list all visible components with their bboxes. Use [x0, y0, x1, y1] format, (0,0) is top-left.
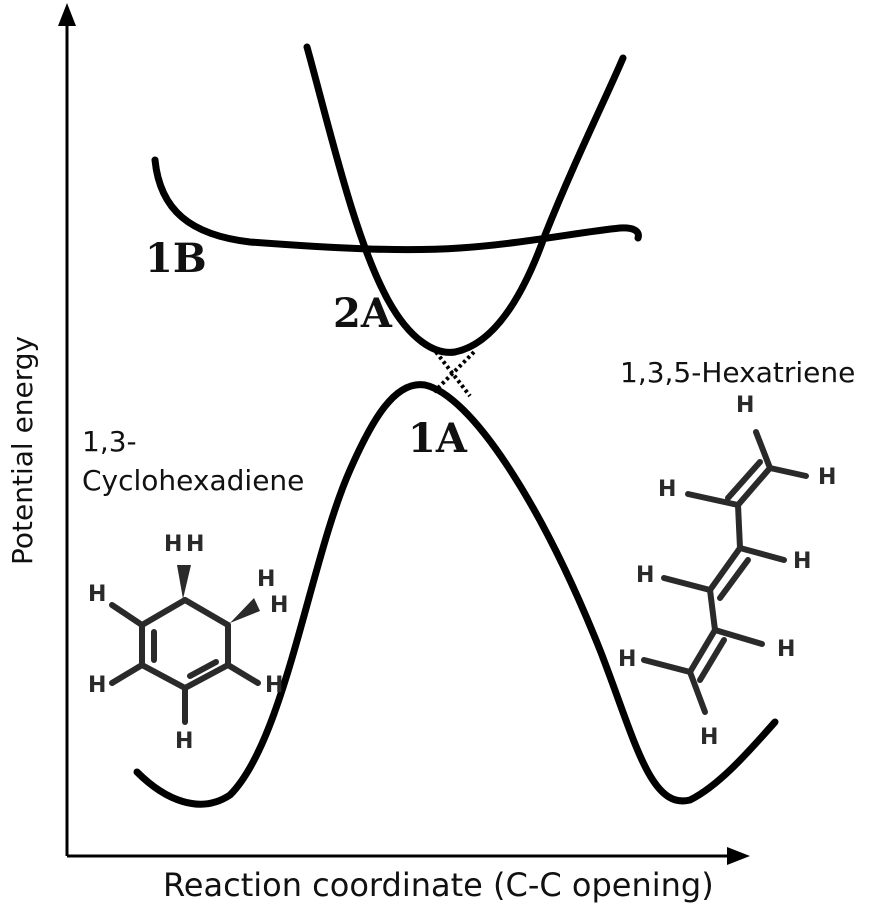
atom-H: H	[618, 647, 636, 672]
bond	[712, 627, 765, 647]
x-axis-arrow	[727, 847, 750, 865]
bond	[182, 597, 231, 628]
y-axis-label: Potential energy	[6, 336, 39, 565]
wedge-bond	[230, 598, 260, 623]
bond	[735, 502, 743, 551]
atom-H: H	[257, 567, 275, 592]
atom-H: H	[736, 393, 754, 418]
bond	[139, 662, 188, 691]
atom-H: H	[793, 549, 811, 574]
atom-H: H	[818, 465, 836, 490]
axes	[58, 3, 750, 865]
atom-H: H	[164, 532, 182, 557]
atom-H: H	[88, 582, 106, 607]
state-label-1A: 1A	[408, 415, 468, 462]
state-label-1B: 1B	[145, 235, 207, 282]
atom-H: H	[700, 725, 718, 750]
bond	[737, 545, 787, 563]
double-bond-inner	[717, 557, 751, 601]
molecule-label-right: 1,3,5-Hexatriene	[620, 356, 855, 389]
atom-H: H	[270, 593, 288, 618]
molecule-label-left-line2: Cyclohexadiene	[82, 464, 304, 497]
bond	[139, 597, 188, 628]
state-label-2A: 2A	[333, 290, 393, 337]
curve-1A	[133, 381, 779, 808]
hexatriene-structure: H H H H H H H H	[618, 393, 836, 750]
curve-2A	[303, 43, 627, 356]
bond	[109, 662, 145, 686]
bond	[687, 627, 718, 675]
bond	[109, 602, 145, 628]
atom-H: H	[658, 477, 676, 502]
cyclohexadiene-structure: H H H H H H H H	[88, 532, 288, 754]
atom-H: H	[636, 563, 654, 588]
bond	[753, 429, 773, 471]
bond	[661, 575, 713, 593]
bond	[687, 669, 708, 715]
bond	[707, 545, 743, 593]
bond	[685, 491, 741, 508]
bond	[182, 662, 231, 691]
double-bond-inner	[697, 637, 727, 683]
double-bond-inner	[725, 459, 763, 501]
atom-H: H	[186, 532, 204, 557]
double-bond-inner	[187, 659, 219, 679]
bond	[641, 657, 693, 675]
y-axis-arrow	[58, 3, 76, 26]
wedge-bond	[177, 565, 191, 599]
molecule-label-left-line1: 1,3-	[82, 425, 137, 458]
bond	[735, 465, 773, 508]
atom-H: H	[265, 673, 283, 698]
bond	[225, 662, 261, 686]
bond	[767, 465, 809, 479]
atom-H: H	[777, 637, 795, 662]
bond	[707, 587, 718, 633]
x-axis-label: Reaction coordinate (C-C opening)	[163, 866, 714, 904]
atom-H: H	[175, 729, 193, 754]
atom-H: H	[88, 673, 106, 698]
curve-1B	[151, 156, 642, 254]
